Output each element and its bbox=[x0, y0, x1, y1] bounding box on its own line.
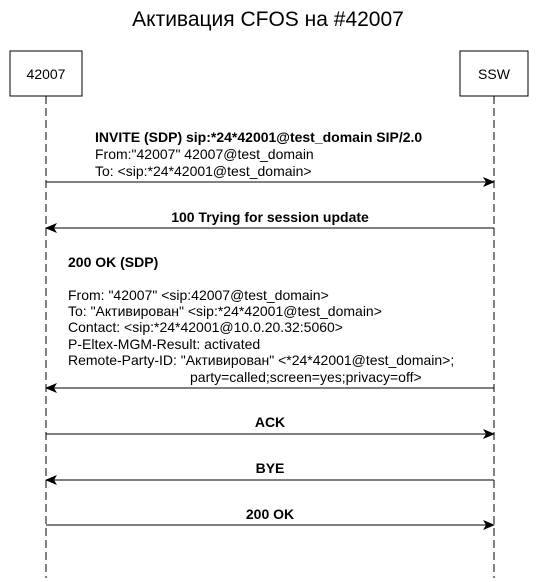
message-200ok-sdp-line: To: "Активирован" <sip:*24*42001@test_do… bbox=[68, 303, 382, 319]
message-invite-line: From:"42007" 42007@test_domain bbox=[95, 146, 314, 162]
message-trying-header: 100 Trying for session update bbox=[171, 209, 369, 225]
diagram-title: Активация CFOS на #42007 bbox=[132, 8, 404, 31]
message-200ok-sdp-line: party=called;screen=yes;privacy=off> bbox=[190, 369, 422, 385]
message-200ok-sdp-line: From: "42007" <sip:42007@test_domain> bbox=[68, 287, 329, 303]
message-ack-header: ACK bbox=[255, 414, 285, 430]
message-200ok-header: 200 OK bbox=[246, 506, 294, 522]
message-200ok-sdp-line: Contact: <sip:*24*42001@10.0.20.32:5060> bbox=[68, 319, 343, 335]
participant-label-ssw: SSW bbox=[478, 66, 511, 82]
participant-box-ssw bbox=[459, 50, 529, 97]
participant-box-42007 bbox=[9, 50, 83, 97]
message-bye-header: BYE bbox=[256, 460, 285, 476]
message-invite-line: To: <sip:*24*42001@test_domain> bbox=[95, 163, 312, 179]
message-200ok-sdp-header: 200 OK (SDP) bbox=[68, 254, 158, 270]
message-200ok-sdp-line: P-Eltex-MGM-Result: activated bbox=[68, 336, 260, 352]
message-200ok-sdp-line: Remote-Party-ID: "Активирован" <*24*4200… bbox=[68, 352, 454, 368]
message-invite-header: INVITE (SDP) sip:*24*42001@test_domain S… bbox=[95, 129, 422, 145]
participant-label-42007: 42007 bbox=[27, 66, 66, 82]
